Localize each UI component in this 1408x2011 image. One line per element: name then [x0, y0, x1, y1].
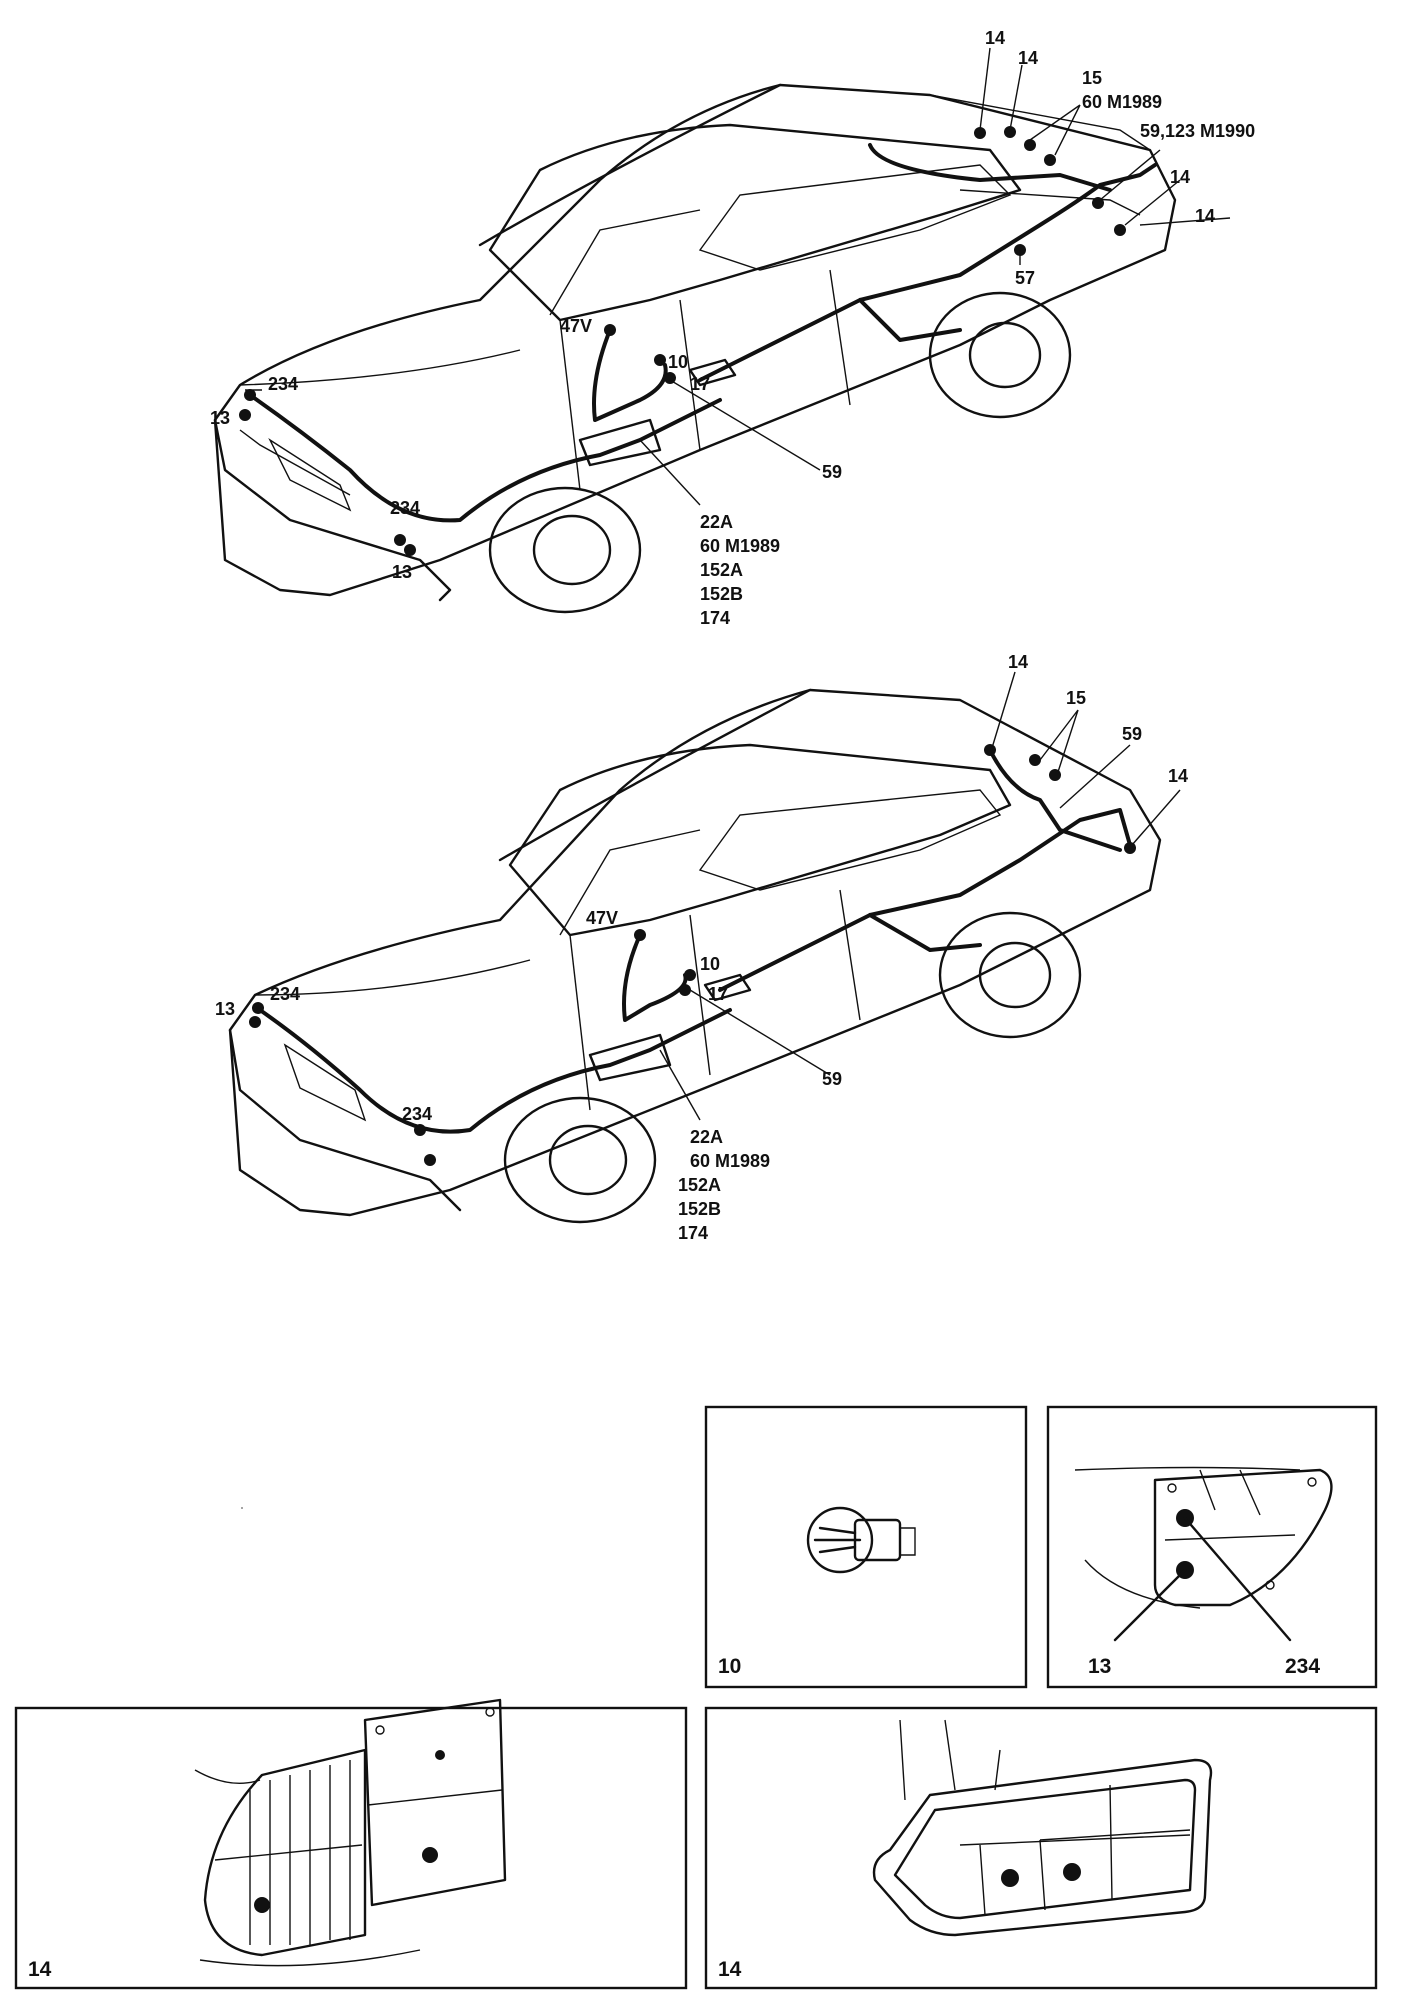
rear-lamp-a-label: 14 — [28, 1958, 52, 1981]
rear-lamp-exploded-icon — [194, 1698, 507, 1967]
callout-152a: 152A — [700, 560, 743, 580]
car-1-illustration — [213, 47, 1231, 614]
rear-lamp-cluster-icon — [872, 1719, 1213, 1937]
callout-14: 14 — [1018, 48, 1038, 68]
callout-152b: 152B — [678, 1199, 721, 1219]
callout-60-m1989: 60 M1989 — [1082, 92, 1162, 112]
rear-lamp-b-label: 14 — [718, 1958, 742, 1981]
front-lamp-label-234: 234 — [1285, 1655, 1320, 1678]
callout-47v: 47V — [586, 908, 618, 928]
callout-10: 10 — [668, 352, 688, 372]
callout-14: 14 — [1168, 766, 1188, 786]
callout-14: 14 — [1008, 652, 1028, 672]
front-lamp-icon — [1074, 1466, 1333, 1642]
callout-stack-car2: 22A 60 M1989 152A 152B 174 — [678, 1127, 770, 1243]
callout-22a: 22A — [690, 1127, 723, 1147]
callout-14: 14 — [1170, 167, 1190, 187]
callout-57: 57 — [1015, 268, 1035, 288]
socket-label: 10 — [718, 1655, 741, 1678]
callout-13: 13 — [215, 999, 235, 1019]
callout-10: 10 — [700, 954, 720, 974]
callout-174: 174 — [700, 608, 730, 628]
bulb-socket-icon — [806, 1506, 916, 1574]
callout-stack-car1: 22A 60 M1989 152A 152B 174 — [700, 512, 780, 628]
callout-234: 234 — [390, 498, 420, 518]
callout-13: 13 — [210, 408, 230, 428]
callout-234: 234 — [270, 984, 300, 1004]
callout-59: 59 — [822, 462, 842, 482]
front-lamp-label-13: 13 — [1088, 1655, 1111, 1678]
callout-234: 234 — [268, 374, 298, 394]
callout-60-m1989: 60 M1989 — [700, 536, 780, 556]
callout-17: 17 — [708, 984, 728, 1004]
detail-panel-socket: 10 — [704, 1405, 1028, 1689]
callout-59-123-m1990: 59,123 M1990 — [1140, 121, 1255, 141]
callout-152a: 152A — [678, 1175, 721, 1195]
callout-59: 59 — [822, 1069, 842, 1089]
detail-panel-rear-lamp-a: 14 — [14, 1698, 688, 1990]
callout-59: 59 — [1122, 724, 1142, 744]
callout-14: 14 — [985, 28, 1005, 48]
callout-15: 15 — [1066, 688, 1086, 708]
detail-panel-rear-lamp-b: 14 — [704, 1706, 1378, 1990]
callout-174: 174 — [678, 1223, 708, 1243]
callout-17: 17 — [690, 374, 710, 394]
callout-47v: 47V — [560, 316, 592, 336]
scan-speck — [241, 1507, 243, 1509]
callout-234: 234 — [402, 1104, 432, 1124]
callout-13: 13 — [392, 562, 412, 582]
detail-panel-front-lamp: 13 234 — [1046, 1405, 1378, 1689]
car-2-illustration — [228, 671, 1181, 1224]
callout-152b: 152B — [700, 584, 743, 604]
callout-15: 15 — [1082, 68, 1102, 88]
callout-22a: 22A — [700, 512, 733, 532]
callout-14: 14 — [1195, 206, 1215, 226]
callout-60-m1989: 60 M1989 — [690, 1151, 770, 1171]
